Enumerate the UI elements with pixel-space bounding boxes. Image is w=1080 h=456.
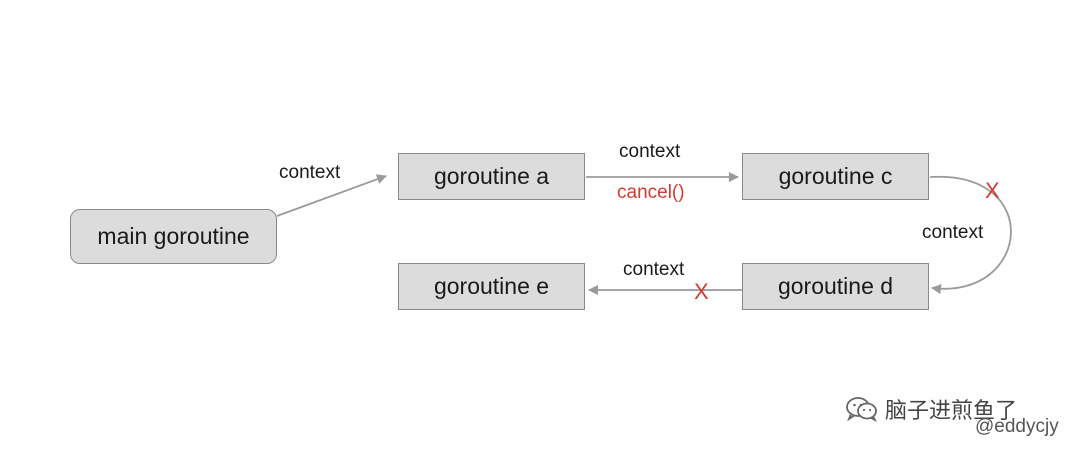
node-goroutine-a: goroutine a xyxy=(398,153,585,200)
node-goroutine-e: goroutine e xyxy=(398,263,585,310)
node-goroutine-d: goroutine d xyxy=(742,263,929,310)
node-c-label: goroutine c xyxy=(778,163,893,189)
edge-label-d-to-e: context xyxy=(623,259,685,280)
watermark-handle: @eddycjy xyxy=(975,416,1059,437)
node-goroutine-c: goroutine c xyxy=(742,153,929,200)
node-d-label: goroutine d xyxy=(777,273,894,299)
edge-label-a-to-c: context xyxy=(619,141,681,162)
edge-label-c-to-d: context xyxy=(922,222,984,243)
cut-mark-d-to-e: X xyxy=(694,279,709,304)
node-a-label: goroutine a xyxy=(433,163,550,189)
node-e-label: goroutine e xyxy=(433,273,550,299)
node-main-goroutine: main goroutine xyxy=(70,209,277,264)
edge-label-cancel: cancel() xyxy=(617,182,685,203)
edge-main-to-a xyxy=(276,174,387,217)
wechat-icon xyxy=(846,397,878,423)
edge-c-to-d xyxy=(929,176,1012,295)
watermark: 脑子进煎鱼了 xyxy=(845,393,1017,425)
edge-label-main-to-a: context xyxy=(279,162,341,183)
watermark-text: 脑子进煎鱼了 xyxy=(885,398,1018,423)
node-main-label: main goroutine xyxy=(97,223,250,249)
cut-mark-c-to-d: X xyxy=(985,178,1000,203)
